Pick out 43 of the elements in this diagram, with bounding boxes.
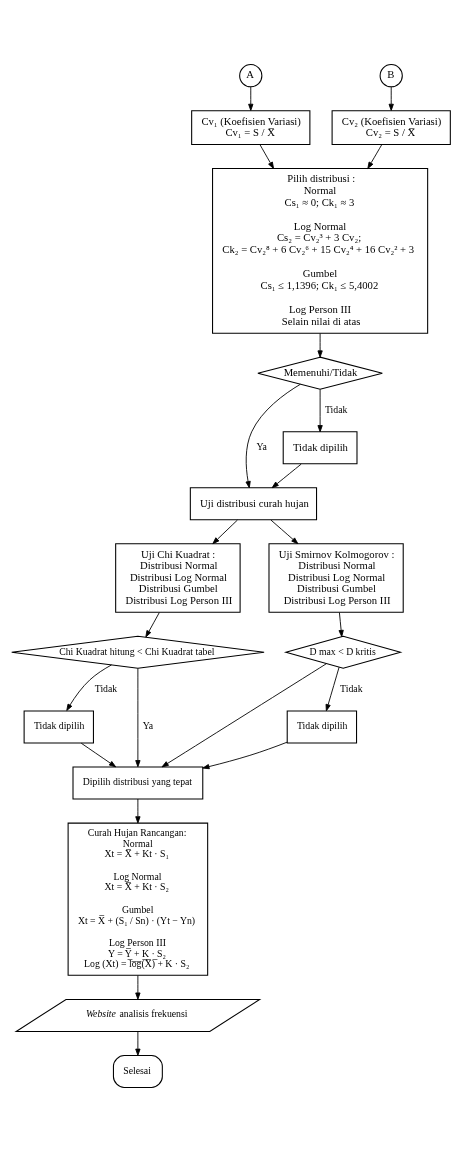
node-box: Selesai — [112, 1054, 163, 1088]
arrow — [161, 663, 327, 768]
node-box: Uji Smirnov Kolmogorov : Distribusi Normal Distribusi Log Normal Distribusi Gumbel Distribusi Log Person III — [268, 543, 404, 613]
edge-label: Ya — [142, 720, 154, 732]
arrow — [388, 86, 394, 111]
arrow — [135, 1031, 141, 1056]
node-box: Tidak dipilih — [286, 710, 358, 744]
node-box: Uji Chi Kuadrat : Distribusi Normal Distribusi Log Normal Distribusi Gumbel Distribusi Log Person III — [115, 543, 241, 613]
arrow — [259, 144, 274, 169]
arrow — [145, 612, 160, 638]
arrow — [135, 798, 141, 824]
arrow — [367, 144, 383, 169]
node-box: Cv₁ (Koefisien Variasi) Cv₁ = S / X̅ — [191, 110, 311, 146]
arrow — [212, 519, 238, 545]
node-diamond: Chi Kuadrat hitung < Chi Kuadrat tabel — [11, 635, 265, 669]
node-box: Curah Hujan Rancangan: Normal Xt = X̅ + Kt · S₁ Log Normal Xt = X̅ + Kt · S₂ Gumbel Xt = X̅ + (S₁ / Sn) · (Yt − Yn) Log Person III Y = Y̅ + K · S₂ Log (Xt) = l̅o̅g̅(̅X̅)̅ + K · S₂ — [67, 822, 209, 976]
edge-label: Tidak — [324, 403, 348, 415]
arrow — [245, 383, 301, 489]
node-box: Tidak dipilih — [282, 431, 358, 465]
arrow — [80, 742, 117, 768]
edge-label: Tidak — [94, 683, 118, 695]
node-box: Tidak dipilih — [23, 710, 94, 744]
arrow — [270, 519, 299, 545]
arrow — [248, 86, 254, 111]
node-box: Pilih distribusi : Normal Cs₁ ≈ 0; Ck₁ ≈ 3 Log Normal Cs₂ = Cv₂³ + 3 Cv₂; Ck₂ = Cv₂⁸ + 6 Cv₂⁶ + 15 Cv₂⁴ + 16 Cv₂² + 3 Gumbel Cs₁ ≤ 1,1396; Ck₁ ≤ 5,4002 Log Person III Selain nilai di atas — [212, 167, 429, 334]
node-diamond: D max < D kritis — [283, 635, 403, 669]
node-box: Cv₂ (Koefisien Variasi) Cv₂ = S / X̅ — [331, 110, 451, 146]
arrow — [271, 463, 302, 489]
arrow — [317, 389, 323, 433]
arrow — [338, 612, 344, 638]
edge-label: Tidak — [340, 683, 363, 695]
node-box: Uji distribusi curah hujan — [189, 487, 318, 521]
arrow — [325, 666, 340, 712]
node-circle: A — [239, 64, 263, 88]
node-box: Dipilih distribusi yang tepat — [72, 766, 204, 800]
arrow — [135, 668, 141, 768]
arrow — [66, 664, 112, 711]
arrow — [135, 975, 141, 1000]
arrow — [202, 741, 288, 770]
node-circle: B — [379, 64, 403, 88]
edge-label: Ya — [256, 441, 267, 453]
node-diamond: Memenuhi/Tidak — [257, 356, 383, 390]
arrow — [317, 333, 323, 358]
